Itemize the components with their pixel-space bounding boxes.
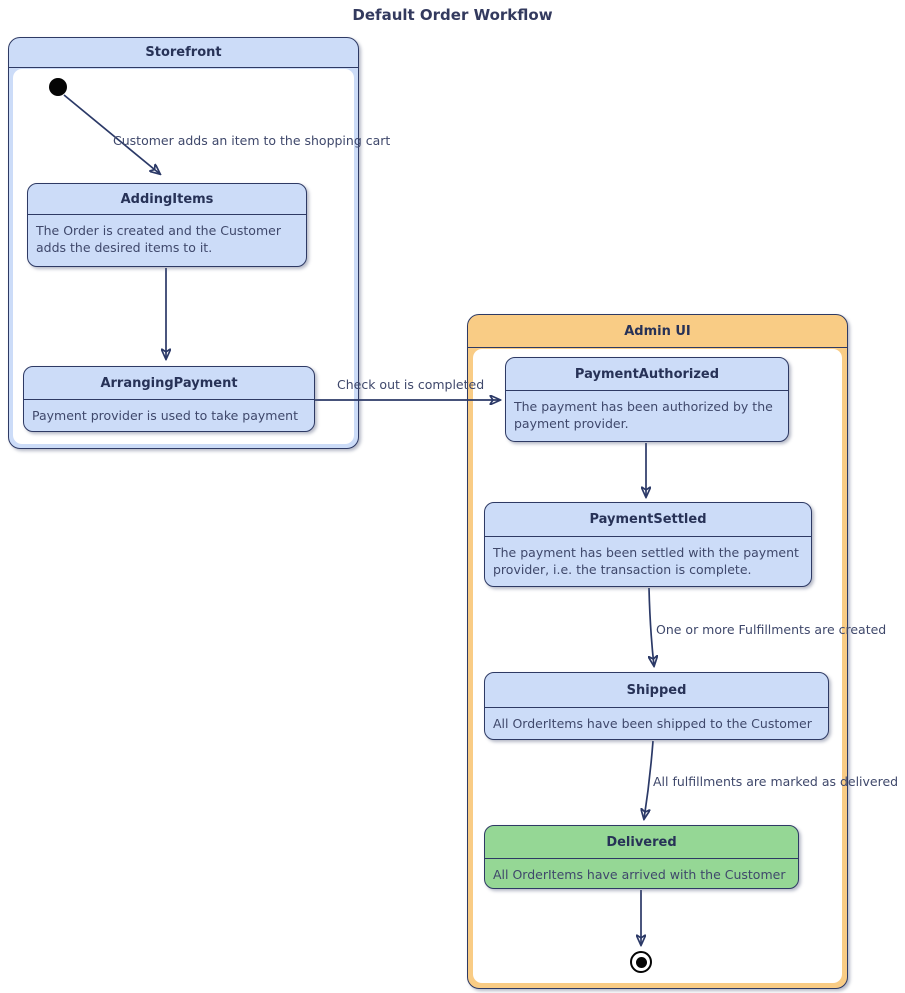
diagram-title: Default Order Workflow	[352, 6, 553, 24]
state-arranging-payment-title: ArrangingPayment	[100, 375, 238, 391]
container-admin-ui-title: Admin UI	[468, 315, 847, 348]
state-payment-settled-title: PaymentSettled	[589, 512, 707, 527]
state-arranging-payment-description: Payment provider is used to take payment	[24, 399, 314, 424]
transition-label-fulfillments-created: One or more Fulfillments are created	[656, 622, 887, 637]
state-adding-items: AddingItems The Order is created and the…	[27, 183, 307, 267]
transition-label-checkout: Check out is completed	[337, 377, 485, 392]
state-payment-settled: PaymentSettled The payment has been sett…	[484, 502, 812, 587]
container-storefront-title: Storefront	[9, 38, 358, 68]
state-delivered-description: All OrderItems have arrived with the Cus…	[485, 858, 798, 883]
final-state-dot	[635, 956, 647, 968]
state-delivered: Delivered All OrderItems have arrived wi…	[484, 825, 799, 889]
state-shipped-description: All OrderItems have been shipped to the …	[485, 707, 828, 732]
transition-label-marked-delivered: All fulfillments are marked as delivered	[653, 774, 899, 789]
state-shipped: Shipped All OrderItems have been shipped…	[484, 672, 829, 740]
state-adding-items-description: The Order is created and the Customer ad…	[28, 214, 306, 256]
state-payment-authorized-description: The payment has been authorized by the p…	[506, 390, 788, 432]
state-payment-authorized-title: PaymentAuthorized	[574, 366, 720, 382]
final-state-node	[630, 951, 652, 973]
state-adding-items-title: AddingItems	[120, 191, 214, 207]
initial-state-node	[49, 78, 67, 96]
state-delivered-title: Delivered	[606, 834, 677, 850]
state-payment-authorized: PaymentAuthorized The payment has been a…	[505, 357, 789, 442]
state-arranging-payment: ArrangingPayment Payment provider is use…	[23, 366, 315, 432]
state-shipped-title: Shipped	[626, 682, 687, 698]
transition-label-add-item: Customer adds an item to the shopping ca…	[113, 133, 391, 148]
state-payment-settled-description: The payment has been settled with the pa…	[485, 536, 811, 578]
